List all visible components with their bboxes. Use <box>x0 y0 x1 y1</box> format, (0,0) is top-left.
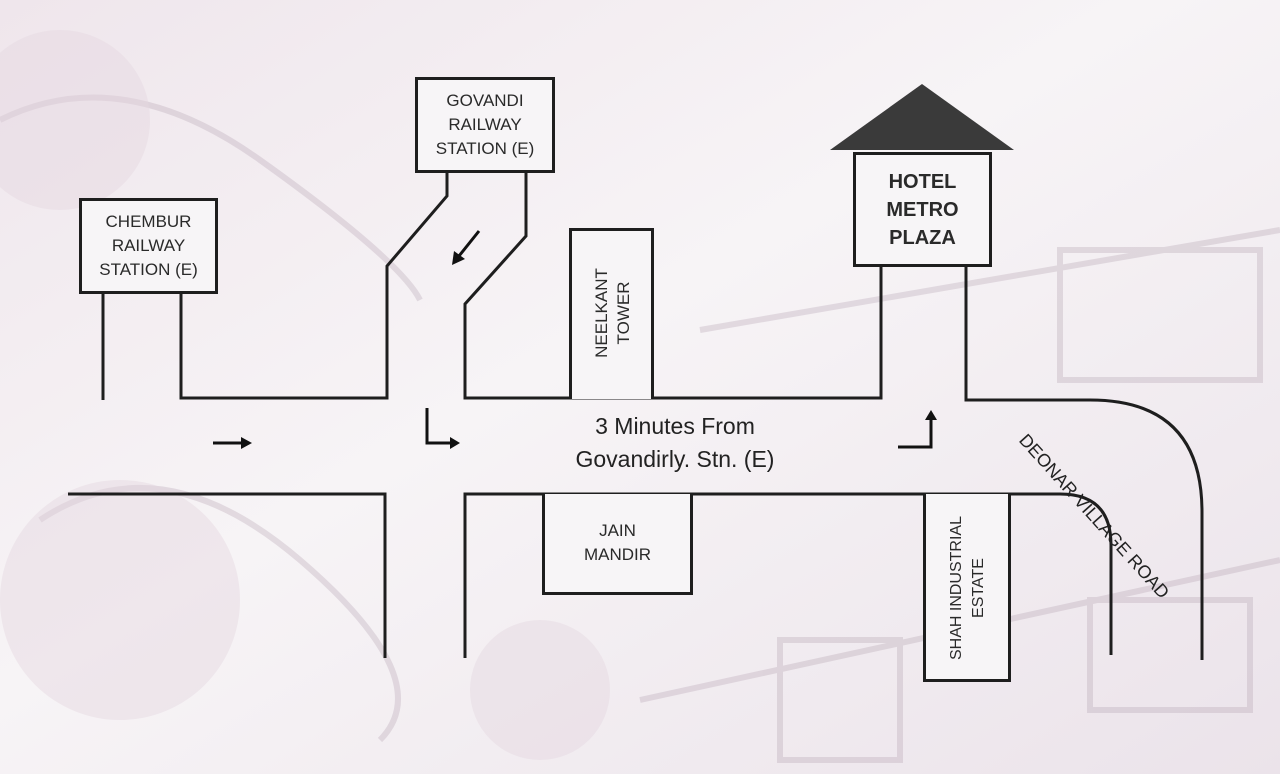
govandi-station-sign: GOVANDI RAILWAY STATION (E) <box>415 77 555 173</box>
arrow-right-icon <box>213 437 252 449</box>
road-hotel-right <box>964 266 1204 660</box>
turn-down-right-icon <box>425 408 460 449</box>
neelkant-tower-label: NEELKANT TOWER <box>591 268 633 358</box>
roof-icon <box>830 84 1014 150</box>
background-shading <box>0 30 610 760</box>
distance-label-line1: 3 Minutes From <box>595 413 755 439</box>
hotel-metro-plaza-sign: HOTEL METRO PLAZA <box>853 152 992 267</box>
distance-label-line2: Govandirly. Stn. (E) <box>575 446 775 472</box>
roads <box>68 172 1204 660</box>
jain-mandir-box: JAIN MANDIR <box>542 494 693 595</box>
road-main-bottom-right <box>463 492 1113 658</box>
road-govandi-right <box>463 172 883 400</box>
road-main-bottom-left <box>68 492 387 658</box>
turn-up-right-icon <box>898 410 937 449</box>
shah-industrial-estate-label: SHAH INDUSTRIAL ESTATE <box>948 515 987 661</box>
chembur-station-sign: CHEMBUR RAILWAY STATION (E) <box>79 198 218 294</box>
neelkant-tower-box <box>569 228 654 399</box>
road-main-top-left <box>179 172 449 400</box>
shah-industrial-estate-box <box>923 494 1011 682</box>
arrow-down-left-icon <box>452 230 481 265</box>
